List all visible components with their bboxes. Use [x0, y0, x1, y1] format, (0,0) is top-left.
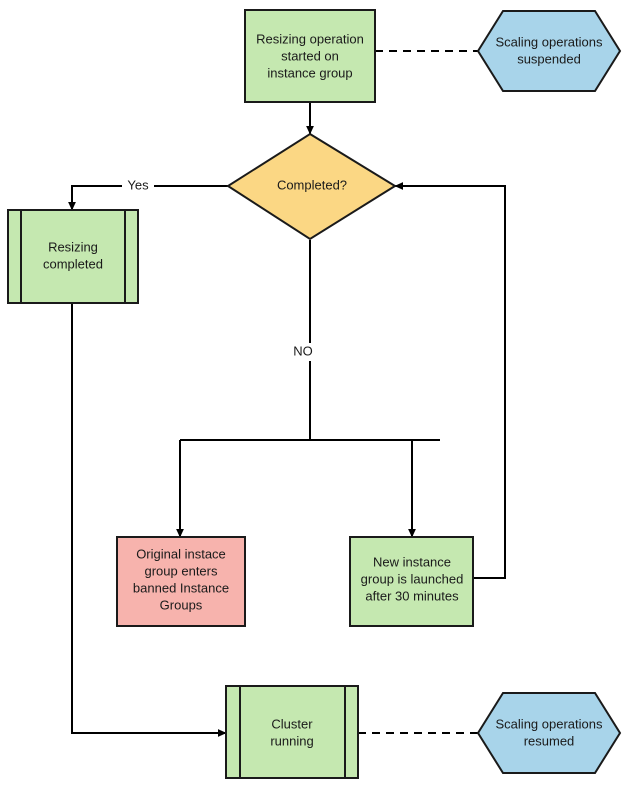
edge-new-group-feedback-to-decision — [394, 182, 506, 579]
scaling-suspended-label-line-2: suspended — [517, 51, 581, 66]
new-group-launched-label-line-1: New instance — [373, 554, 451, 569]
edge-decision-yes-to-resizing-completed — [68, 185, 228, 211]
completed-decision-shape — [226, 132, 397, 241]
edge-label-yes-text: Yes — [127, 177, 149, 192]
cluster-running-label-line-2: running — [270, 733, 313, 748]
edge-label-no-text: NO — [293, 343, 313, 358]
original-group-banned-label-line-1: Original instace — [136, 546, 226, 561]
new-group-launched-shape — [349, 536, 474, 627]
scaling-resumed-shape — [476, 692, 622, 774]
node-resizing-completed[interactable]: Resizing completed — [7, 209, 139, 304]
cluster-running-label-line-1: Cluster — [271, 716, 313, 731]
resizing-started-label-line-1: Resizing operation — [256, 31, 364, 46]
edge-label-no-backdrop — [288, 343, 318, 361]
resizing-started-label-line-3: instance group — [267, 65, 352, 80]
resizing-completed-shape — [7, 209, 139, 304]
original-group-banned-shape — [116, 536, 246, 627]
original-group-banned-label-line-3: banned Instance — [133, 580, 229, 595]
node-cluster-running[interactable]: Cluster running — [225, 685, 359, 779]
completed-decision-label: Completed? — [277, 177, 347, 192]
resizing-completed-label-line-2: completed — [43, 256, 103, 271]
scaling-resumed-label-line-2: resumed — [524, 733, 575, 748]
node-scaling-resumed[interactable]: Scaling operations resumed — [476, 692, 622, 774]
scaling-resumed-label-line-1: Scaling operations — [496, 716, 603, 731]
original-group-banned-label-line-4: Groups — [160, 597, 203, 612]
scaling-suspended-shape — [476, 10, 622, 92]
resizing-started-label-line-2: started on — [281, 48, 339, 63]
node-resizing-started[interactable]: Resizing operation started on instance g… — [244, 9, 376, 103]
resizing-completed-label-line-1: Resizing — [48, 239, 98, 254]
node-scaling-suspended[interactable]: Scaling operations suspended — [476, 10, 622, 92]
node-new-group-launched[interactable]: New instance group is launched after 30 … — [349, 536, 474, 627]
cluster-running-shape — [225, 685, 359, 779]
edge-label-no: NO — [288, 343, 318, 361]
resizing-started-shape — [244, 9, 376, 103]
node-completed-decision[interactable]: Completed? — [226, 132, 397, 241]
new-group-launched-label-line-3: after 30 minutes — [365, 588, 459, 603]
edge-resizing-completed-to-cluster-running — [71, 303, 227, 737]
edge-label-yes: Yes — [122, 177, 154, 194]
node-original-group-banned[interactable]: Original instace group enters banned Ins… — [116, 536, 246, 627]
original-group-banned-label-line-2: group enters — [145, 563, 218, 578]
new-group-launched-label-line-2: group is launched — [361, 571, 464, 586]
edge-label-yes-backdrop — [122, 177, 154, 194]
scaling-suspended-label-line-1: Scaling operations — [496, 34, 603, 49]
